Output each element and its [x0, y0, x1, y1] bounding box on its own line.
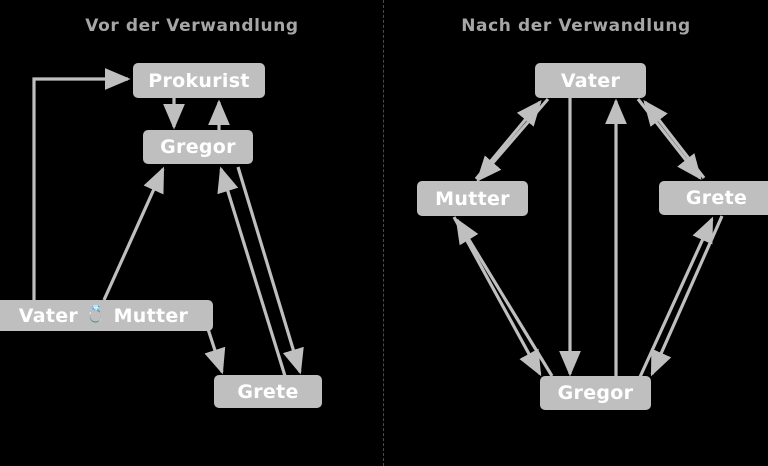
ring-icon: 💍 — [85, 305, 107, 325]
edge-vater-mutter — [476, 97, 550, 182]
node-gregor-left[interactable]: Gregor — [143, 130, 253, 164]
edge-grete-gregor-right — [650, 215, 724, 377]
node-mutter-label: Mutter — [113, 304, 189, 327]
node-gregor-right[interactable]: Gregor — [540, 376, 651, 410]
edge-grete-vater — [643, 99, 706, 179]
edge-vater-prokurist — [32, 68, 131, 301]
node-mutter-right[interactable]: Mutter — [417, 181, 528, 216]
edge-gregor-grete-right — [638, 216, 714, 378]
node-vater-mutter[interactable]: Vater 💍 Mutter — [0, 300, 213, 331]
node-grete-right[interactable]: Grete — [659, 181, 768, 215]
edge-mutter-gregor — [452, 216, 542, 377]
edge-grete-gregor — [217, 166, 287, 377]
edge-gregor-mutter — [455, 217, 554, 377]
node-vater-label: Vater — [18, 304, 79, 327]
edge-mutter-vater — [474, 100, 542, 181]
edge-gregor-grete — [236, 166, 304, 375]
edge-vatermutter-grete — [204, 328, 226, 375]
node-prokurist[interactable]: Prokurist — [133, 63, 265, 98]
right-panel-title: Nach der Verwandlung — [461, 16, 691, 36]
edge-vatermutter-gregor — [102, 166, 165, 301]
left-panel-title: Vor der Verwandlung — [85, 16, 299, 36]
node-vater-right[interactable]: Vater — [535, 63, 646, 98]
node-grete-left[interactable]: Grete — [214, 375, 322, 408]
edge-vater-grete — [636, 98, 702, 181]
panel-divider — [383, 0, 384, 466]
